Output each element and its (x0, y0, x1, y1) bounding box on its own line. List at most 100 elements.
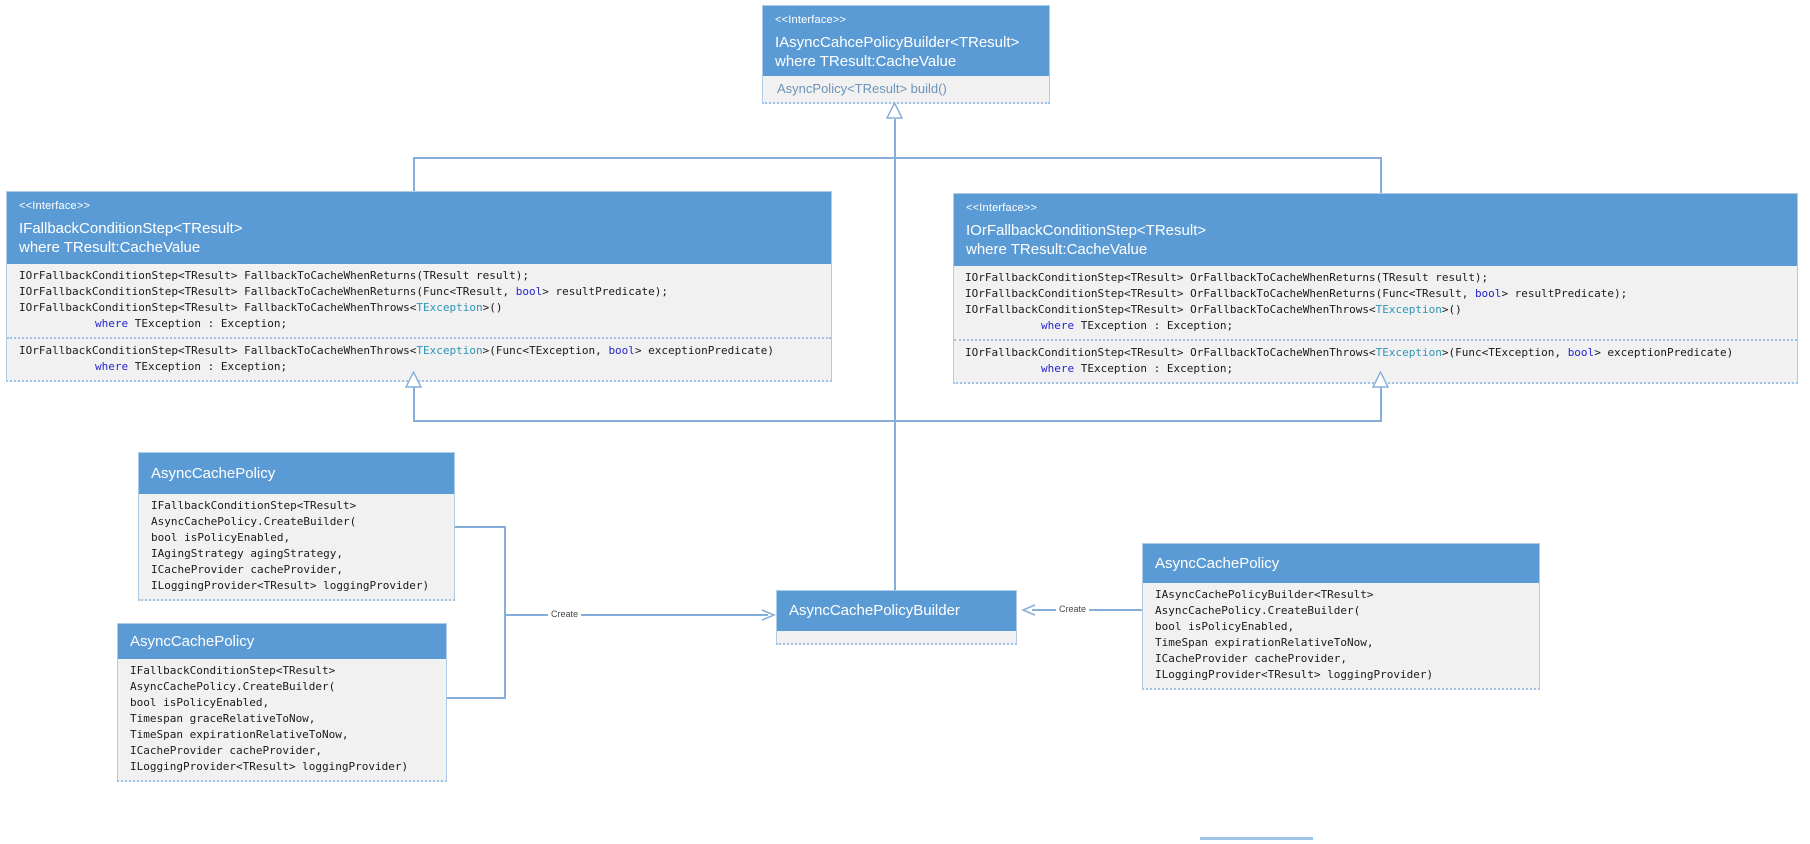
code-segment: > exceptionPredicate) (1594, 346, 1734, 359)
code-line: AsyncCachePolicy.CreateBuilder( (139, 514, 454, 530)
class-box-asynccachepolicy-expiration[interactable]: AsyncCachePolicy IAsyncCachePolicyBuilde… (1142, 543, 1540, 690)
code-segment: IOrFallbackConditionStep<TResult> Fallba… (19, 301, 417, 314)
box-header: AsyncCachePolicy (118, 624, 446, 659)
code-segment: ILoggingProvider<TResult> loggingProvide… (130, 760, 409, 773)
code-segment: where (1041, 362, 1075, 375)
code-segment: bool (608, 344, 635, 357)
box-title: IOrFallbackConditionStep<TResult> (966, 222, 1207, 239)
code-line: IOrFallbackConditionStep<TResult> Fallba… (7, 284, 831, 300)
interface-box-ifallbackconditionstep[interactable]: <<Interface>> IFallbackConditionStep<TRe… (6, 191, 832, 382)
code-line: IAsyncCachePolicyBuilder<TResult> (1143, 587, 1539, 603)
code-segment: TimeSpan expirationRelativeToNow, (1155, 636, 1374, 649)
code-section: IOrFallbackConditionStep<TResult> Fallba… (7, 264, 831, 337)
create-bracket-stub-top (452, 526, 506, 528)
code-segment: AsyncCachePolicy.CreateBuilder( (151, 515, 357, 528)
box-body: IFallbackConditionStep<TResult>AsyncCach… (118, 659, 446, 780)
code-segment: IOrFallbackConditionStep<TResult> Fallba… (19, 285, 516, 298)
box-header: <<Interface>> IAsyncCahcePolicyBuilder<T… (763, 6, 1049, 76)
box-body (777, 631, 1016, 643)
create-bracket-stub-bottom (446, 697, 506, 699)
code-line: Timespan graceRelativeToNow, (118, 711, 446, 727)
create-connector-left (504, 614, 768, 616)
code-line: bool isPolicyEnabled, (1143, 619, 1539, 635)
code-segment: IOrFallbackConditionStep<TResult> Fallba… (19, 344, 417, 357)
stereotype-label: <<Interface>> (775, 14, 847, 26)
arrow-right-icon (761, 609, 776, 621)
code-line: IOrFallbackConditionStep<TResult> OrFall… (954, 345, 1797, 361)
code-line: bool isPolicyEnabled, (118, 695, 446, 711)
code-segment: bool isPolicyEnabled, (151, 531, 291, 544)
box-title: AsyncCachePolicy (130, 633, 255, 650)
code-segment: > exceptionPredicate) (634, 344, 775, 357)
code-line: ILoggingProvider<TResult> loggingProvide… (1143, 667, 1539, 683)
box-body: IFallbackConditionStep<TResult>AsyncCach… (139, 494, 454, 599)
code-segment: TException (416, 344, 483, 357)
box-header: <<Interface>> IOrFallbackConditionStep<T… (954, 194, 1797, 266)
inheritance-arrow-icon (405, 371, 422, 388)
code-segment: AsyncCachePolicy.CreateBuilder( (1155, 604, 1361, 617)
code-line: IFallbackConditionStep<TResult> (139, 498, 454, 514)
interface-box-iorfallbackconditionstep[interactable]: <<Interface>> IOrFallbackConditionStep<T… (953, 193, 1798, 384)
code-segment: TException (1375, 303, 1442, 316)
box-title: IAsyncCahcePolicyBuilder<TResult> (775, 34, 1020, 51)
box-header: AsyncCachePolicyBuilder (777, 591, 1016, 631)
inheritance-arrow-icon (886, 102, 903, 119)
stereotype-label: <<Interface>> (966, 202, 1038, 214)
box-body: AsyncPolicy<TResult> build() (763, 76, 1049, 102)
box-title: AsyncCachePolicy (151, 465, 276, 482)
inheritance-connector-horizontal-top (413, 157, 1382, 159)
realization-connector-horizontal-bottom (413, 420, 1382, 422)
code-section: IOrFallbackConditionStep<TResult> Fallba… (7, 337, 831, 380)
code-segment: IAgingStrategy agingStrategy, (151, 547, 344, 560)
box-header: AsyncCachePolicy (139, 453, 454, 494)
code-section: AsyncPolicy<TResult> build() (763, 76, 1049, 102)
box-body: IAsyncCachePolicyBuilder<TResult> AsyncCa… (1143, 583, 1539, 688)
code-segment: IOrFallbackConditionStep<TResult> OrFall… (965, 346, 1376, 359)
box-title: IFallbackConditionStep<TResult> (19, 220, 243, 237)
code-segment: bool (515, 285, 543, 298)
realization-connector-right-up (1380, 386, 1382, 422)
realization-connector-left-up (413, 386, 415, 422)
code-line: IAgingStrategy agingStrategy, (139, 546, 454, 562)
box-title: AsyncCachePolicyBuilder (789, 602, 960, 619)
class-box-asynccachepolicy-grace[interactable]: AsyncCachePolicy IFallbackConditionStep<… (117, 623, 447, 782)
box-subtitle: where TResult:CacheValue (775, 53, 957, 70)
code-segment: >(Func<TException, (1441, 346, 1568, 359)
code-segment: IOrFallbackConditionStep<TResult> Fallba… (19, 269, 529, 282)
code-segment: >() (482, 301, 503, 314)
code-section: IOrFallbackConditionStep<TResult> OrFall… (954, 266, 1797, 339)
box-subtitle: where TResult:CacheValue (19, 239, 201, 256)
box-body: IOrFallbackConditionStep<TResult> OrFall… (954, 266, 1797, 382)
code-line: bool isPolicyEnabled, (139, 530, 454, 546)
code-segment: where (95, 360, 129, 373)
box-header: <<Interface>> IFallbackConditionStep<TRe… (7, 192, 831, 264)
box-subtitle: where TResult:CacheValue (966, 241, 1148, 258)
code-line: where TException : Exception; (7, 359, 831, 375)
code-line: AsyncCachePolicy.CreateBuilder( (1143, 603, 1539, 619)
code-line: TimeSpan expirationRelativeToNow, (1143, 635, 1539, 651)
code-segment: IAsyncCachePolicyBuilder<TResult> (1155, 588, 1374, 601)
code-line: IOrFallbackConditionStep<TResult> Fallba… (7, 300, 831, 316)
code-line: where TException : Exception; (7, 316, 831, 332)
box-title: AsyncCachePolicy (1155, 555, 1280, 572)
code-segment: > resultPredicate); (542, 285, 669, 298)
code-segment: >() (1441, 303, 1462, 316)
code-segment: bool (1567, 346, 1595, 359)
code-line: ICacheProvider cacheProvider, (1143, 651, 1539, 667)
code-line: TimeSpan expirationRelativeToNow, (118, 727, 446, 743)
code-line: AsyncPolicy<TResult> build() (763, 80, 1049, 97)
code-segment: > resultPredicate); (1501, 287, 1628, 300)
code-line: IOrFallbackConditionStep<TResult> OrFall… (954, 270, 1797, 286)
class-box-asynccachepolicybuilder[interactable]: AsyncCachePolicyBuilder (776, 590, 1017, 645)
code-line: ILoggingProvider<TResult> loggingProvide… (139, 578, 454, 594)
code-line: IOrFallbackConditionStep<TResult> OrFall… (954, 302, 1797, 318)
interface-box-iasynccahcepolicybuilder[interactable]: <<Interface>> IAsyncCahcePolicyBuilder<T… (762, 5, 1050, 104)
code-segment: IOrFallbackConditionStep<TResult> OrFall… (965, 271, 1489, 284)
code-segment: TException : Exception; (128, 317, 288, 330)
class-box-asynccachepolicy-aging[interactable]: AsyncCachePolicy IFallbackConditionStep<… (138, 452, 455, 601)
code-segment: ICacheProvider cacheProvider, (130, 744, 323, 757)
code-segment: TException : Exception; (128, 360, 288, 373)
code-segment: ICacheProvider cacheProvider, (151, 563, 344, 576)
create-label: Create (1056, 603, 1090, 615)
inheritance-connector-right-drop (1380, 157, 1382, 193)
